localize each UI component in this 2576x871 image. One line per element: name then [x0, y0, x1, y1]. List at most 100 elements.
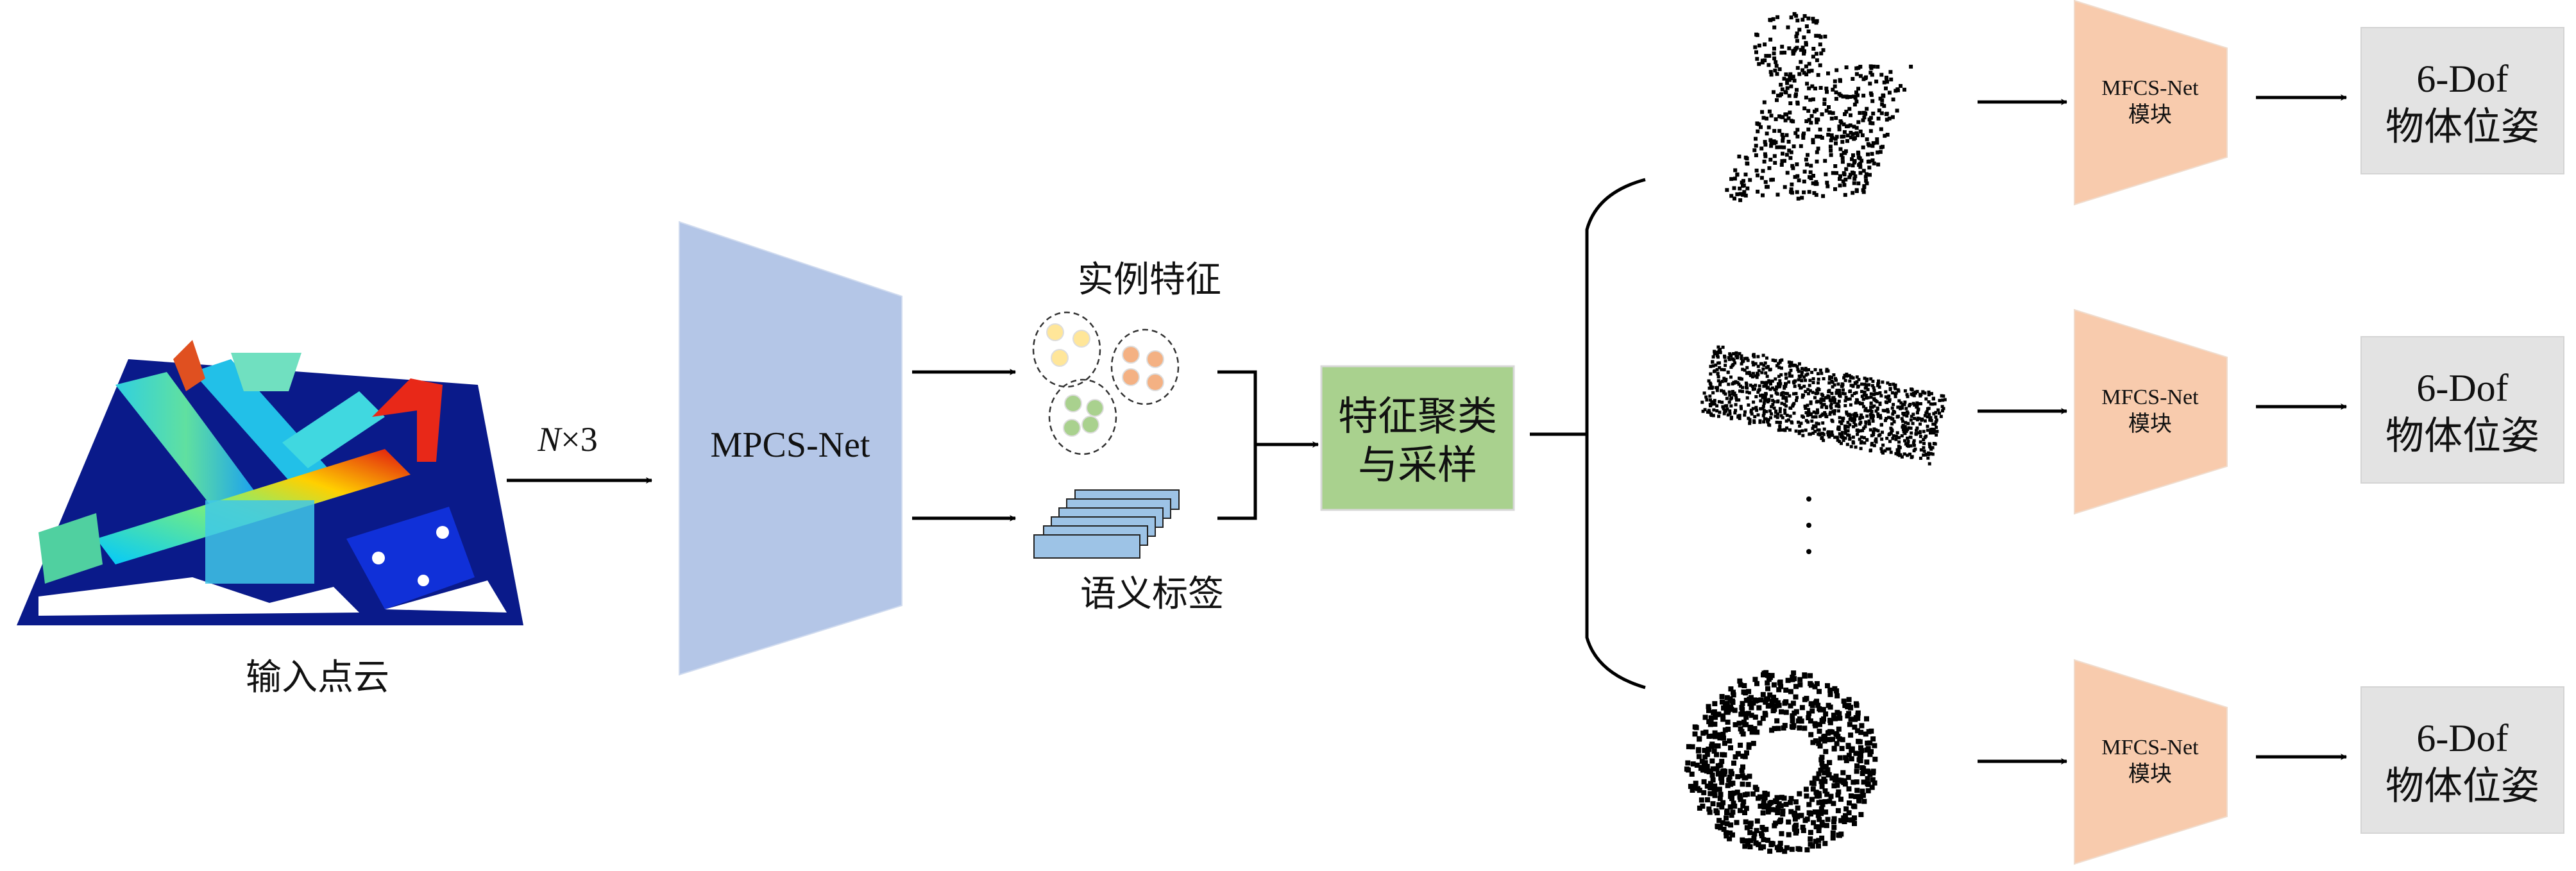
- cloud-point: [1748, 419, 1752, 423]
- cloud-point: [1874, 399, 1877, 403]
- cloud-point: [1734, 396, 1738, 400]
- cloud-point: [1763, 697, 1769, 703]
- cloud-point: [1913, 447, 1917, 451]
- cloud-point: [1785, 677, 1791, 683]
- cloud-point: [1912, 439, 1916, 443]
- cloud-point: [1884, 390, 1888, 394]
- cloud-point: [1792, 392, 1795, 396]
- cloud-point: [1836, 726, 1842, 732]
- cloud-point: [1851, 190, 1855, 195]
- cloud-point: [1797, 378, 1801, 382]
- cloud-point: [1788, 689, 1793, 695]
- cloud-point: [1863, 386, 1867, 390]
- cloud-point: [1777, 382, 1780, 385]
- cloud-point: [1815, 421, 1818, 425]
- cloud-point: [1929, 431, 1932, 435]
- cloud-point: [1766, 400, 1770, 403]
- cloud-point: [1789, 847, 1795, 852]
- object-cloud-2: [1700, 345, 1947, 466]
- cloud-point: [1834, 141, 1838, 146]
- cloud-point: [1781, 416, 1784, 419]
- cloud-point: [1876, 382, 1880, 386]
- cloud-point: [1840, 770, 1846, 775]
- cloud-point: [1849, 444, 1853, 448]
- cloud-point: [1811, 381, 1815, 384]
- cloud-point: [1793, 684, 1799, 689]
- cloud-point: [1795, 46, 1799, 50]
- cloud-point: [1896, 405, 1900, 409]
- cloud-point: [1816, 410, 1820, 414]
- cloud-point: [1707, 781, 1713, 786]
- cloud-point: [1915, 401, 1919, 405]
- cloud-point: [1824, 823, 1829, 829]
- cloud-point: [1725, 188, 1729, 192]
- cloud-point: [1867, 419, 1871, 423]
- cloud-point: [1727, 738, 1733, 744]
- cloud-point: [1848, 379, 1852, 383]
- cloud-point: [1856, 155, 1861, 160]
- cloud-point: [1808, 836, 1813, 841]
- cloud-point: [1913, 391, 1917, 395]
- cloud-point: [1776, 400, 1779, 403]
- cloud-point: [1765, 131, 1769, 136]
- cloud-point: [1935, 433, 1938, 437]
- cloud-point: [1714, 752, 1719, 757]
- cloud-point: [1800, 379, 1804, 383]
- cloud-point: [1756, 413, 1760, 417]
- cloud-point: [1779, 83, 1783, 87]
- cloud-point: [1709, 758, 1715, 764]
- cloud-point: [1835, 808, 1841, 813]
- cloud-point: [1926, 407, 1929, 410]
- cloud-point: [1760, 58, 1765, 63]
- cloud-point: [1887, 116, 1892, 121]
- cloud-point: [1774, 63, 1779, 68]
- cloud-point: [1875, 137, 1879, 142]
- cloud-point: [1833, 383, 1836, 387]
- cloud-point: [1784, 153, 1789, 157]
- cloud-point: [1747, 403, 1750, 407]
- cloud-point: [1778, 803, 1784, 809]
- cloud-point: [1727, 400, 1731, 404]
- cloud-point: [1861, 169, 1866, 173]
- cloud-point: [1931, 446, 1935, 450]
- cloud-point: [1820, 764, 1826, 770]
- cloud-strip-3: [282, 391, 385, 468]
- cloud-point: [1872, 386, 1876, 390]
- cloud-point: [1872, 397, 1876, 401]
- cloud-point: [1915, 389, 1919, 393]
- cloud-point: [1763, 398, 1767, 402]
- cloud-point: [1741, 683, 1747, 688]
- cloud-point: [1872, 756, 1878, 762]
- cloud-point: [1852, 392, 1856, 395]
- cloud-point: [1872, 64, 1876, 69]
- cloud-point: [1768, 368, 1772, 372]
- cloud-point: [1711, 414, 1715, 418]
- cloud-point: [1716, 385, 1719, 389]
- cloud-point: [1817, 729, 1822, 734]
- cloud-point: [1806, 810, 1812, 816]
- cloud-point: [1816, 800, 1822, 806]
- cloud-point: [1806, 372, 1809, 376]
- cloud-point: [1788, 363, 1792, 367]
- cloud-point: [1767, 702, 1772, 708]
- pose-output-line-1: 6-Dof: [2416, 58, 2508, 100]
- cloud-point: [1806, 153, 1809, 157]
- cloud-point: [1868, 129, 1873, 133]
- cloud-point: [1788, 74, 1792, 79]
- cloud-point: [1923, 414, 1927, 418]
- cloud-point: [1860, 765, 1865, 770]
- cloud-point: [1876, 384, 1880, 387]
- cloud-point: [1778, 424, 1782, 428]
- cloud-point: [1729, 375, 1733, 379]
- cloud-point: [1819, 401, 1823, 405]
- cloud-point: [1858, 416, 1862, 419]
- cloud-point: [1750, 375, 1754, 378]
- cloud-point: [1845, 373, 1849, 376]
- cloud-point: [1931, 427, 1935, 431]
- cloud-point: [1862, 115, 1867, 120]
- cloud-point: [1797, 72, 1802, 76]
- cloud-point: [1881, 380, 1885, 384]
- cloud-point: [1722, 376, 1726, 380]
- cloud-point: [1879, 111, 1884, 115]
- cloud-point: [1774, 414, 1777, 418]
